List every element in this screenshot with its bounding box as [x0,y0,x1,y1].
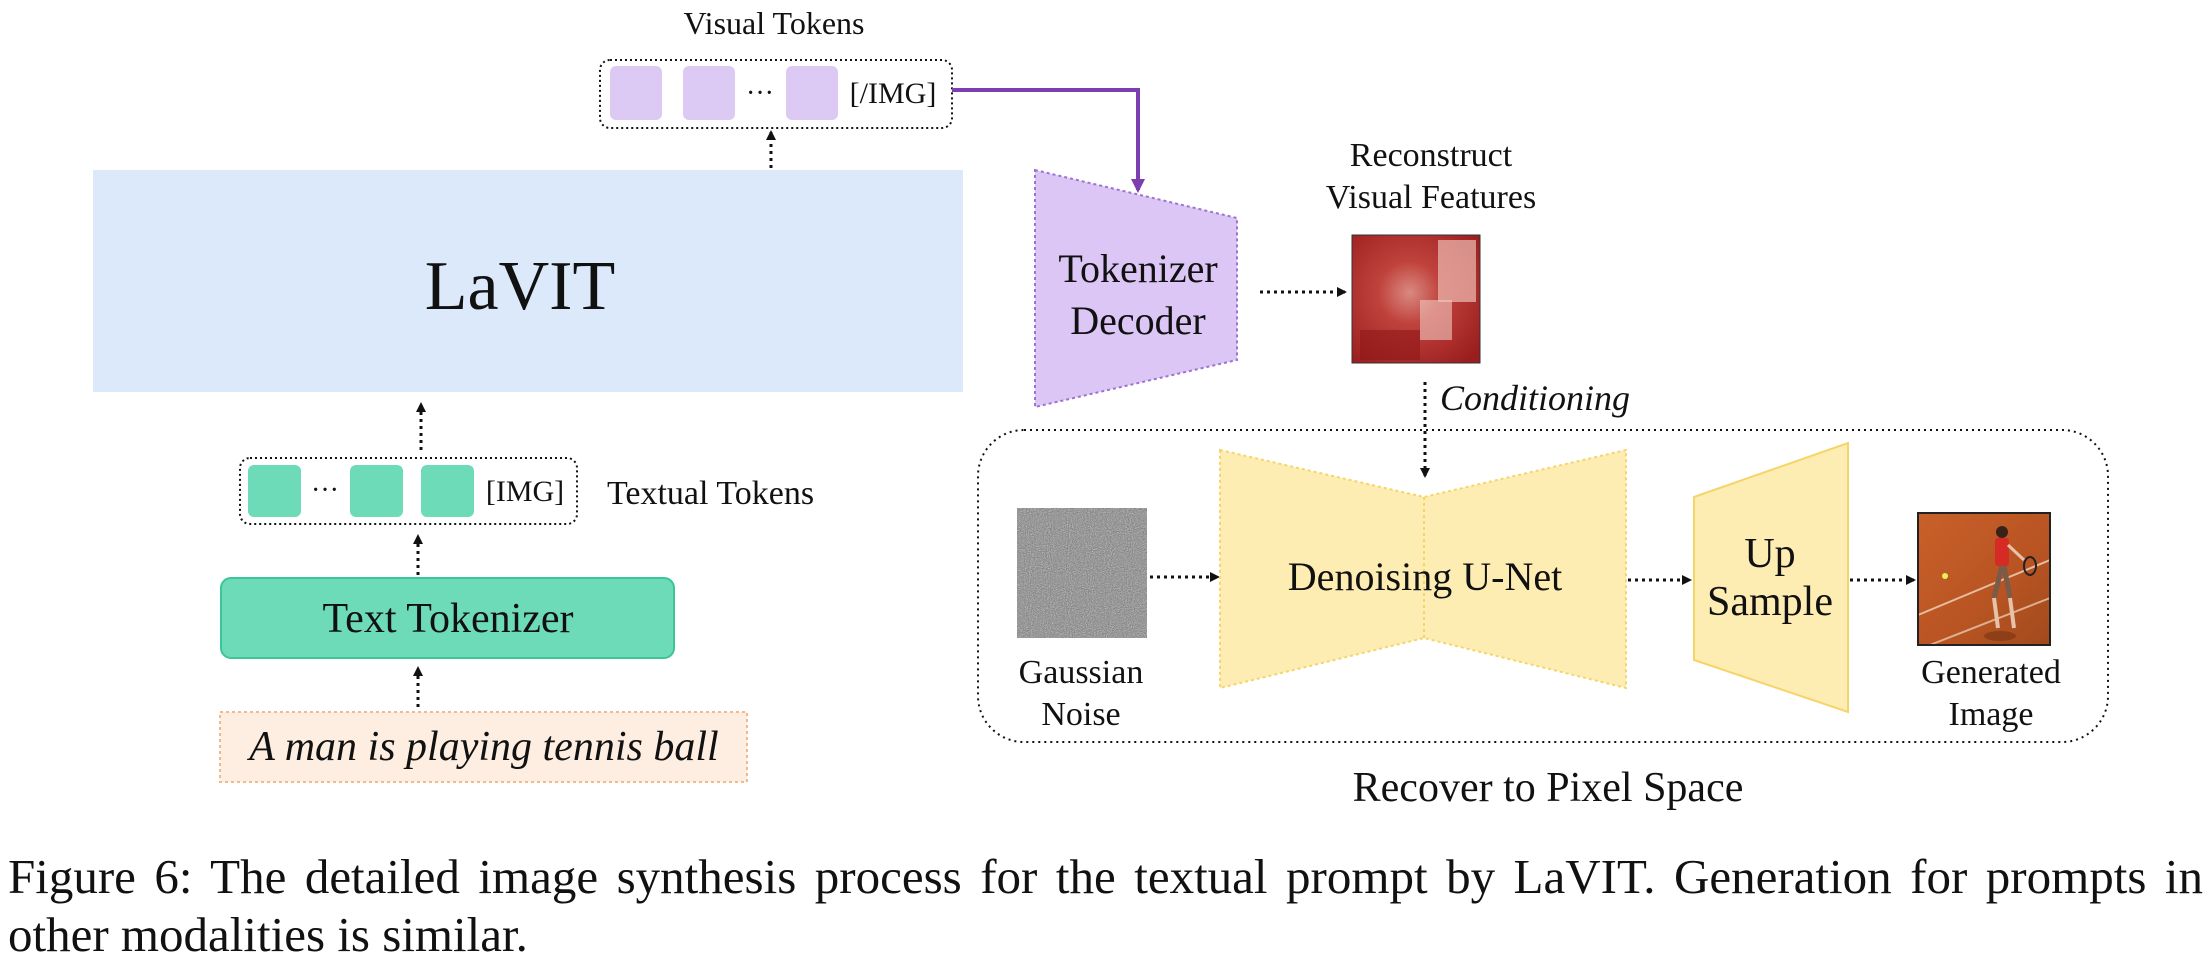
textual-token [350,465,403,517]
noise-label-line1: Gaussian [1019,654,1144,691]
visual-token [610,66,662,120]
generated-label-line1: Generated [1921,654,2061,691]
visual-tokens-label: Visual Tokens [683,5,864,41]
reconstruct-label-line2: Visual Features [1326,179,1536,216]
img-start-token: [IMG] [486,475,564,508]
figure-caption: Figure 6: The detailed image synthesis p… [8,849,2203,962]
conditioning-label: Conditioning [1440,378,1630,418]
img-end-token: [/IMG] [850,77,937,110]
textual-token [421,465,474,517]
pixel-space-label: Recover to Pixel Space [1353,765,1744,811]
visual-token [683,66,735,120]
gaussian-noise-image [1017,508,1147,638]
upsample-label-line1: Up [1744,531,1795,577]
text-tokenizer-label: Text Tokenizer [322,596,573,642]
textual-tokens-label: Textual Tokens [607,475,814,512]
visual-tokens-ellipsis: ··· [746,78,774,109]
visual-features-image [1351,234,1481,364]
upsample-label-line2: Sample [1707,579,1833,625]
lavit-label: LaVIT [425,248,615,325]
tokenizer-decoder-block [1034,168,1238,409]
decoder-label-line2: Decoder [1070,298,1205,343]
pixel-space-container [977,429,2109,743]
textual-tokens-container [239,457,578,525]
reconstruct-label-line1: Reconstruct [1350,137,1513,174]
lavit-block [93,170,963,392]
visual-tokens-container [599,59,953,129]
visual-token [786,66,838,120]
textual-tokens-ellipsis: ··· [311,475,339,506]
noise-label-line2: Noise [1041,696,1120,733]
text-tokenizer-block [220,577,675,659]
prompt-text: A man is playing tennis ball [246,724,718,770]
unet-label: Denoising U-Net [1288,554,1562,599]
generated-label-line2: Image [1949,696,2034,733]
textual-token [248,465,301,517]
upsample-block [1693,441,1849,714]
generated-image [1917,512,2051,646]
decoder-label-line1: Tokenizer [1058,246,1217,291]
arrow-img-end-to-decoder [952,88,1145,193]
prompt-box [219,711,748,783]
